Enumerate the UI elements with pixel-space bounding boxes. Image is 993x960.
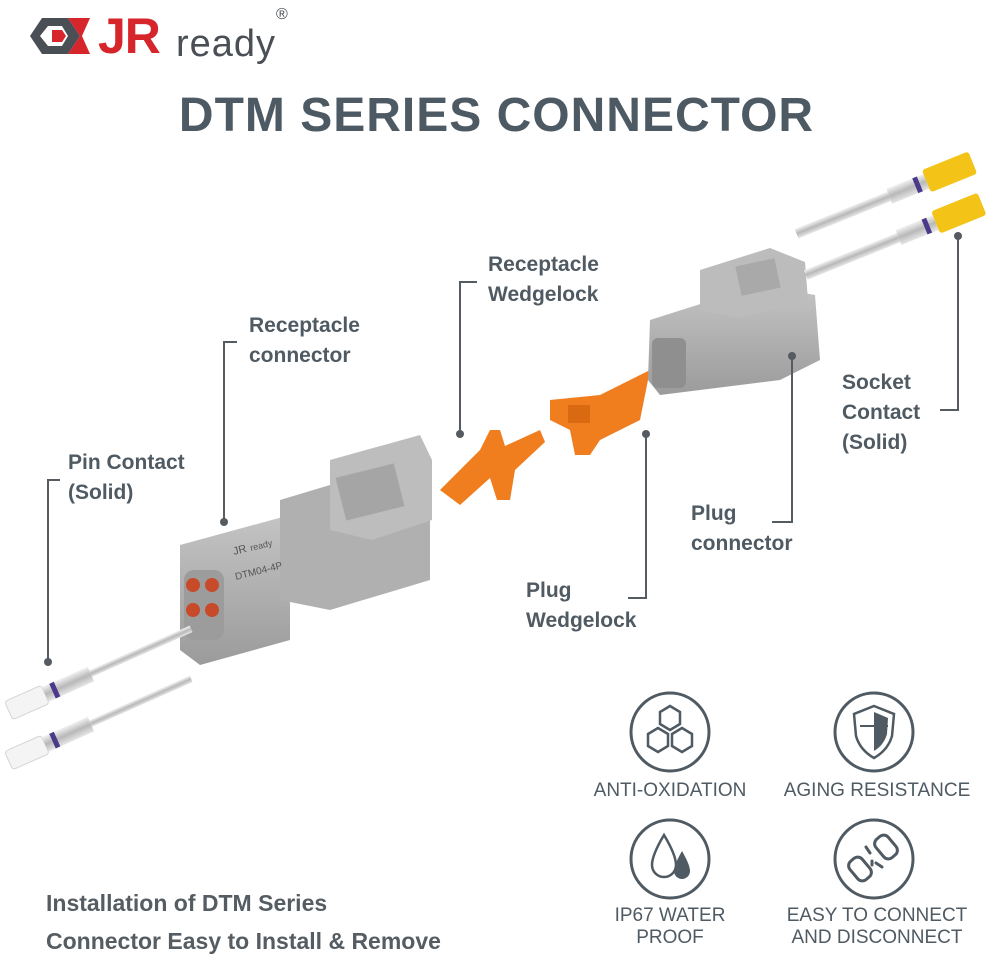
feature-label-easy-connect: EASY TO CONNECT AND DISCONNECT: [786, 905, 968, 948]
label-plug-wedgelock: Plug Wedgelock: [526, 579, 637, 632]
label-receptacle-connector: Receptacle connector: [249, 314, 360, 367]
receptacle-connector: JR ready DTM04-4P: [180, 435, 432, 665]
honeycomb-icon: [629, 691, 711, 773]
logo-ready: ready: [176, 23, 277, 65]
feature-label-aging-resistance: AGING RESISTANCE: [783, 780, 971, 801]
pin-contacts: [5, 625, 193, 770]
leader-lines: [44, 232, 962, 666]
connector-brand-jr: JR: [232, 543, 248, 558]
feature-label-anti-oxidation: ANTI-OXIDATION: [593, 780, 747, 801]
broken-chain-icon: [833, 818, 915, 900]
socket-contacts: [794, 152, 986, 280]
logo-jr: JR: [98, 8, 161, 64]
plug-wedgelock: [550, 370, 650, 455]
page-title: DTM SERIES CONNECTOR: [178, 89, 815, 142]
logo-mark-icon: [30, 18, 90, 54]
label-receptacle-wedgelock: Receptacle Wedgelock: [488, 253, 599, 306]
label-plug-connector: Plug connector: [691, 502, 793, 555]
registered-mark: ®: [276, 6, 288, 23]
plug-connector: [648, 248, 820, 395]
receptacle-wedgelock: [440, 430, 545, 505]
label-socket-contact: Socket Contact (Solid): [842, 371, 921, 454]
label-pin-contact: Pin Contact (Solid): [68, 451, 185, 504]
brand-logo: JR ready ®: [28, 6, 308, 66]
shield-icon: [833, 691, 915, 773]
footer-caption: Installation of DTM Series Connector Eas…: [46, 890, 441, 954]
feature-label-ip67: IP67 WATER PROOF: [614, 905, 726, 948]
water-drop-icon: [629, 818, 711, 900]
